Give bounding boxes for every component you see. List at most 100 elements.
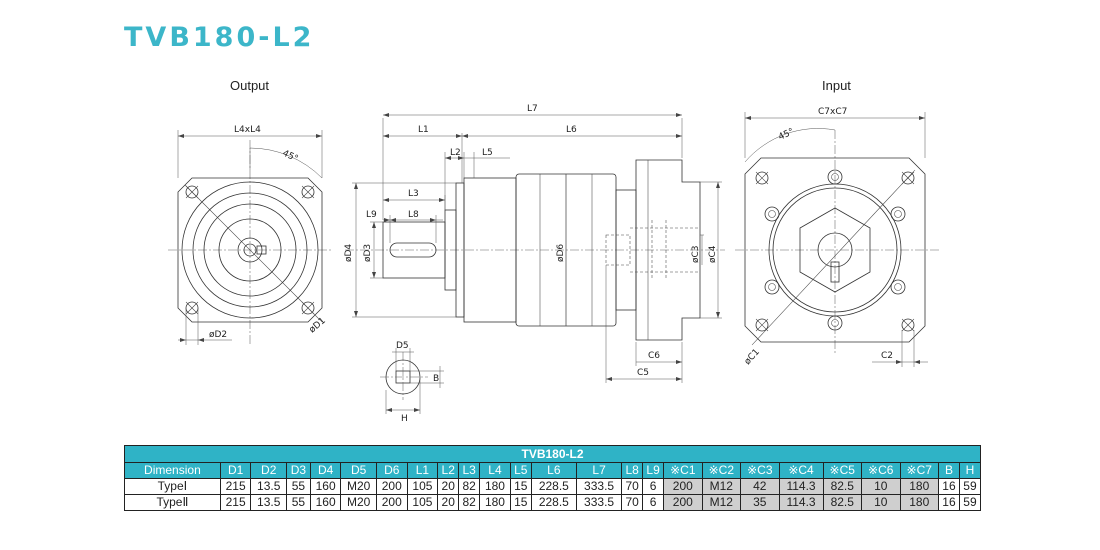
table-cell: 15 bbox=[509, 478, 532, 495]
table-cell: 13.5 bbox=[250, 494, 287, 511]
table-header-cell: ※C5 bbox=[822, 462, 862, 479]
table-cell: 82 bbox=[458, 494, 481, 511]
dim-l5: L5 bbox=[482, 148, 493, 158]
table-header-cell: B bbox=[938, 462, 960, 479]
table-header-cell: ※C1 bbox=[663, 462, 703, 479]
dim-input-angle: 45° bbox=[777, 127, 796, 143]
output-flange-outline bbox=[177, 177, 323, 323]
side-view: L7 L1 L6 L2 L5 L3 L9 L8 bbox=[344, 104, 725, 383]
dim-input-bolt-circle: øC1 bbox=[743, 347, 762, 367]
dim-input-square: C7xC7 bbox=[818, 107, 847, 117]
table-cell: 333.5 bbox=[575, 478, 623, 495]
dim-d6: øD6 bbox=[556, 244, 566, 262]
input-flange-view: C7xC7 45° øC1 C2 bbox=[735, 107, 940, 367]
technical-drawing: L4xL4 45° øD1 øD2 bbox=[168, 104, 940, 424]
table-cell: 6 bbox=[642, 494, 665, 511]
table-cell: 70 bbox=[621, 494, 644, 511]
table-cell: 20 bbox=[437, 494, 460, 511]
output-circle-2 bbox=[192, 192, 308, 308]
input-flange-outline bbox=[744, 157, 926, 343]
dim-output-angle: 45° bbox=[281, 149, 300, 165]
output-circle-outer bbox=[181, 181, 319, 319]
table-cell: 6 bbox=[642, 478, 665, 495]
output-diagonal bbox=[184, 184, 321, 321]
input-hexagon bbox=[799, 207, 871, 293]
input-bore-hidden bbox=[605, 234, 631, 266]
dim-l9: L9 bbox=[366, 210, 377, 220]
output-flange-view: L4xL4 45° øD1 øD2 bbox=[168, 125, 332, 345]
table-cell: 114.3 bbox=[778, 494, 824, 511]
table-header-cell: L5 bbox=[509, 462, 532, 479]
table-cell: 180 bbox=[899, 478, 939, 495]
table-header-cell: Dimension bbox=[124, 462, 221, 479]
shaft-key-section: D5 B H bbox=[380, 341, 444, 424]
table-header-cell: D3 bbox=[285, 462, 311, 479]
input-view-label: Input bbox=[822, 78, 851, 93]
table-row-label: TypeⅠ bbox=[124, 478, 221, 495]
table-cell: 105 bbox=[406, 494, 439, 511]
input-diagonal bbox=[751, 169, 916, 346]
dim-input-hole: C2 bbox=[881, 351, 893, 361]
table-cell: 16 bbox=[938, 494, 960, 511]
dim-c5: C5 bbox=[637, 368, 649, 378]
table-cell: M20 bbox=[340, 494, 377, 511]
dim-l2: L2 bbox=[450, 148, 461, 158]
table-header-cell: L1 bbox=[406, 462, 439, 479]
table-caption-row: TVB180-L2 bbox=[124, 445, 981, 463]
table-cell: 82.5 bbox=[822, 478, 862, 495]
table-cell: 160 bbox=[309, 494, 342, 511]
table-header-cell: D2 bbox=[250, 462, 287, 479]
input-circle-2 bbox=[772, 187, 898, 313]
dim-output-bolt-circle: øD1 bbox=[308, 316, 328, 335]
dim-c4: øC4 bbox=[708, 245, 718, 263]
table-header-cell: D1 bbox=[219, 462, 252, 479]
shaft-keyway bbox=[389, 242, 437, 258]
dim-d3: øD3 bbox=[363, 244, 373, 262]
table-cell: 114.3 bbox=[778, 478, 824, 495]
table-cell: 228.5 bbox=[530, 494, 577, 511]
dim-c6: C6 bbox=[648, 351, 660, 361]
table-cell: 15 bbox=[509, 494, 532, 511]
table-cell: 10 bbox=[861, 478, 901, 495]
table-cell: 59 bbox=[958, 478, 982, 495]
table-cell: M12 bbox=[701, 494, 742, 511]
table-cell: 200 bbox=[663, 494, 703, 511]
table-cell: 105 bbox=[406, 478, 439, 495]
output-circle-4 bbox=[218, 218, 282, 282]
table-cell: 10 bbox=[861, 494, 901, 511]
table-cell: 82.5 bbox=[822, 494, 862, 511]
table-header-cell: L2 bbox=[437, 462, 460, 479]
dim-l8: L8 bbox=[408, 210, 419, 220]
output-shaft-circle bbox=[237, 237, 263, 263]
table-header-cell: D5 bbox=[340, 462, 377, 479]
input-key-slot bbox=[830, 261, 840, 283]
table-cell: 228.5 bbox=[530, 478, 577, 495]
table-header-cell: D6 bbox=[375, 462, 408, 479]
dim-d4: øD4 bbox=[344, 244, 354, 262]
table-header-cell: ※C3 bbox=[740, 462, 780, 479]
table-cell: 13.5 bbox=[250, 478, 287, 495]
table-header-cell: H bbox=[958, 462, 982, 479]
output-view-label: Output bbox=[230, 78, 270, 93]
table-header-cell: ※C2 bbox=[701, 462, 742, 479]
table-header-cell: L3 bbox=[458, 462, 481, 479]
dim-d5: D5 bbox=[396, 341, 409, 351]
table-header-cell: ※C7 bbox=[899, 462, 939, 479]
table-cell: 20 bbox=[437, 478, 460, 495]
table-cell: 59 bbox=[958, 494, 982, 511]
output-key bbox=[256, 245, 267, 255]
table-header-cell: D4 bbox=[309, 462, 342, 479]
table-header-cell: ※C4 bbox=[778, 462, 824, 479]
table-header-cell: L9 bbox=[642, 462, 665, 479]
output-shaft-inner bbox=[243, 243, 257, 257]
table-cell: 180 bbox=[479, 494, 511, 511]
table-cell: 200 bbox=[375, 494, 408, 511]
table-cell: 160 bbox=[309, 478, 342, 495]
table-cell: 200 bbox=[375, 478, 408, 495]
input-angle-arc bbox=[744, 128, 836, 163]
dim-b: B bbox=[433, 374, 439, 384]
table-cell: 180 bbox=[899, 494, 939, 511]
